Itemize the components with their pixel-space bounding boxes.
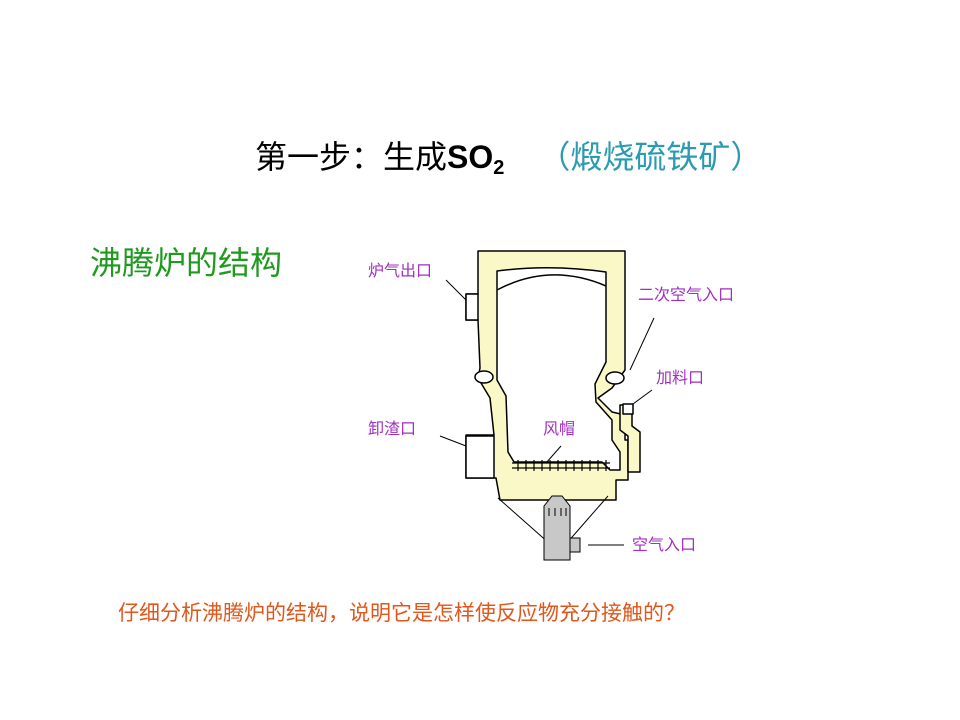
- air-blower: [543, 495, 581, 561]
- slide-title: 第一步：生成SO2 （煅烧硫铁矿）: [255, 132, 762, 180]
- furnace-body: [465, 250, 641, 501]
- title-formula: SO: [447, 139, 494, 175]
- secondary-air-nozzle-left: [474, 370, 494, 384]
- title-prefix: 第一步：生成: [255, 138, 448, 176]
- title-formula-subscript: 2: [493, 157, 505, 179]
- furnace-dome: [496, 274, 607, 291]
- gas-outlet-nozzle: [465, 293, 479, 321]
- leader-secondary-air: [629, 317, 655, 371]
- air-cap-grate: [512, 460, 610, 471]
- bottom-cone: [497, 495, 609, 545]
- discussion-question: 仔细分析沸腾炉的结构，说明它是怎样使反应物充分接触的？: [118, 601, 685, 625]
- section-heading: 沸腾炉的结构: [90, 244, 283, 282]
- label-slag-outlet: 卸渣口: [368, 419, 416, 438]
- leader-gas-outlet: [445, 279, 467, 301]
- label-air-cap: 风帽: [543, 419, 575, 438]
- air-caps: [517, 460, 607, 471]
- leader-slag-outlet: [439, 435, 467, 447]
- leader-air-cap: [545, 445, 562, 464]
- slag-outlet-nozzle: [465, 435, 495, 479]
- leader-feed-inlet: [632, 389, 653, 405]
- label-air-inlet: 空气入口: [632, 535, 696, 554]
- label-gas-outlet: 炉气出口: [368, 261, 432, 280]
- title-parenthetical: （煅烧硫铁矿）: [538, 138, 763, 176]
- feed-inlet-opening: [622, 403, 634, 415]
- leader-lines: [439, 279, 655, 546]
- label-feed-inlet: 加料口: [656, 368, 704, 387]
- secondary-air-nozzle-right: [605, 371, 625, 385]
- label-secondary-air-inlet: 二次空气入口: [638, 285, 734, 304]
- furnace-inner-chamber: [496, 266, 621, 471]
